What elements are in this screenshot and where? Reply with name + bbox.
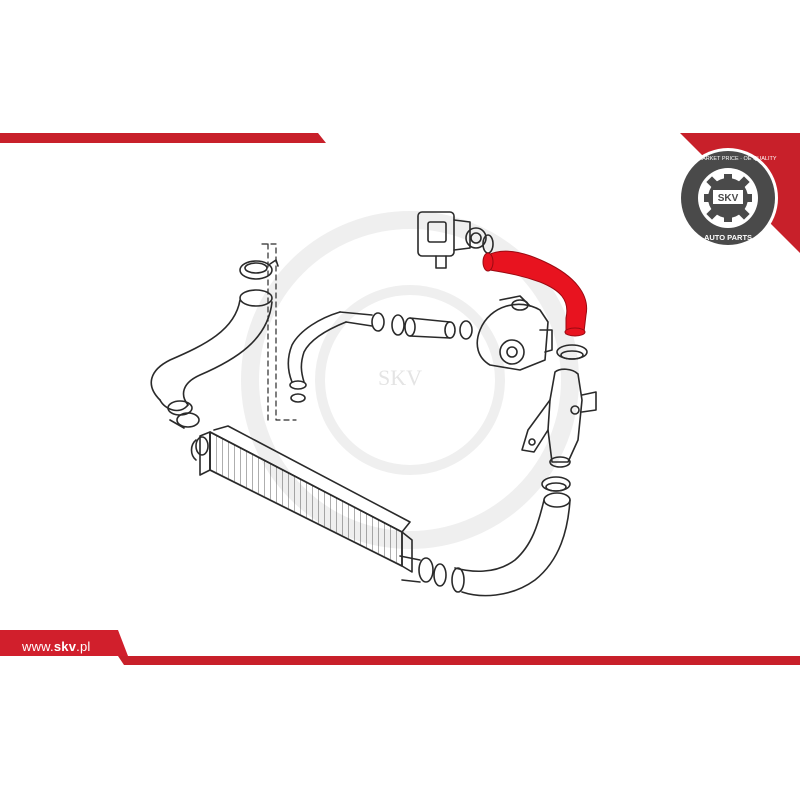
watermark-text: SKV (378, 365, 422, 390)
hose-clamp-right (556, 344, 588, 360)
pipe-bracket (521, 368, 597, 468)
badge-logo-text: SKV (718, 193, 739, 204)
bottom-left-stripe (0, 630, 128, 656)
bottom-right-stripe (118, 656, 800, 665)
website-url[interactable]: www.skv.pl (22, 639, 91, 654)
small-pipe-assembly (287, 311, 385, 403)
dashed-detail-group (261, 243, 297, 421)
top-left-stripe (0, 133, 326, 143)
red-turbo-hose (482, 250, 588, 337)
badge-ring-text: AFTERMARKET PRICE · OE QUALITY (679, 156, 776, 162)
intercooler-outlet-hose (399, 492, 571, 597)
hose-clamp-lower-right (541, 476, 571, 492)
watermark-gear-icon (241, 211, 579, 549)
badge-bottom-text: AUTO PARTS (704, 233, 752, 242)
intercooler (190, 425, 413, 573)
turbo-housing (476, 295, 553, 371)
skv-badge: SKV AFTERMARKET PRICE · OE QUALITY AUTO … (678, 148, 778, 248)
connector-sleeve (391, 314, 473, 340)
intercooler-inlet-hose (150, 289, 273, 429)
hose-clamp-top-left (239, 259, 279, 280)
